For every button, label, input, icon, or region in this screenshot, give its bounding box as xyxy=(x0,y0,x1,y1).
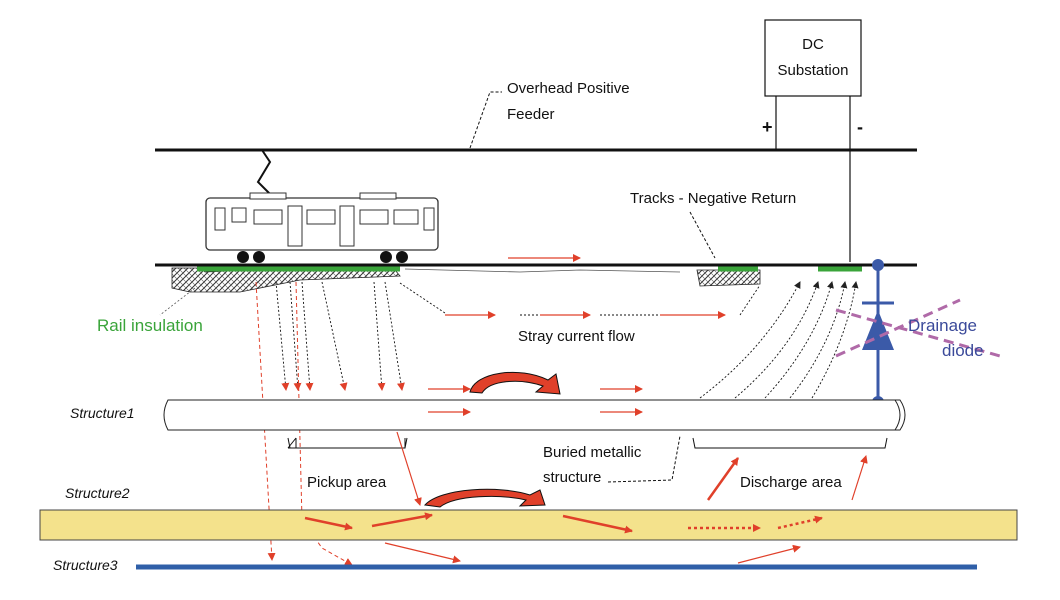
dc-substation: DC Substation + - xyxy=(762,19,863,262)
ground-line xyxy=(404,268,681,273)
strike-line xyxy=(835,308,1001,358)
structure1-to-structure2-arrow xyxy=(396,431,422,506)
drainage-diode-label-line1: Drainage xyxy=(908,316,977,335)
rail-insulation-pointer xyxy=(159,287,196,316)
current-circulation-arrow xyxy=(469,371,561,395)
ballast-under-train xyxy=(171,267,401,293)
pickup-area-bracket xyxy=(287,437,408,449)
structure1-label: Structure1 xyxy=(70,405,135,421)
strike-line xyxy=(835,298,961,358)
structure2-circulation-arrow xyxy=(424,488,546,508)
buried-structure-label-line2: structure xyxy=(543,469,601,486)
structure2-current-arrows xyxy=(304,512,823,534)
tracks-pointer xyxy=(689,211,716,259)
pickup-area-bracket xyxy=(287,437,406,449)
structure1-current-arrows xyxy=(428,385,643,416)
stray-current-flow-label: Stray current flow xyxy=(518,328,635,345)
tracks-negative-return-label: Tracks - Negative Return xyxy=(630,190,796,207)
structure2-label: Structure2 xyxy=(65,485,130,501)
pantograph xyxy=(256,149,273,197)
discharge-arrow xyxy=(851,455,868,501)
structure2-to-structure3-arrow xyxy=(384,542,461,564)
structure2-bar xyxy=(39,509,1018,541)
discharge-area-bracket xyxy=(692,437,888,449)
structure3-to-structure2-arrow xyxy=(737,544,801,564)
buried-structure-label-line1: Buried metallic xyxy=(543,444,642,461)
rail-insulation-label: Rail insulation xyxy=(97,316,203,335)
substation-label-line2: Substation xyxy=(778,62,849,79)
pickup-area-label: Pickup area xyxy=(307,474,387,491)
substation-label-line1: DC xyxy=(802,36,824,53)
structure3-label: Structure3 xyxy=(53,557,118,573)
discharge-area-label: Discharge area xyxy=(740,474,842,491)
overhead-feeder-pointer xyxy=(469,91,502,149)
stray-current-arrows xyxy=(399,282,761,319)
drainage-diode-label-line2: diode xyxy=(942,341,984,360)
pickup-current-lines xyxy=(275,281,405,391)
positive-terminal-sign: + xyxy=(762,117,773,137)
overhead-feeder-label-line1: Overhead Positive xyxy=(507,80,630,97)
discharge-arrow xyxy=(706,457,740,501)
ballast-substation xyxy=(696,269,761,287)
overhead-feeder-label-line2: Feeder xyxy=(507,106,555,123)
train xyxy=(205,192,439,263)
structure1-pipe xyxy=(163,399,906,431)
negative-terminal-sign: - xyxy=(857,117,863,137)
discharge-current-lines xyxy=(699,281,859,399)
buried-structure-pointer xyxy=(607,435,681,483)
